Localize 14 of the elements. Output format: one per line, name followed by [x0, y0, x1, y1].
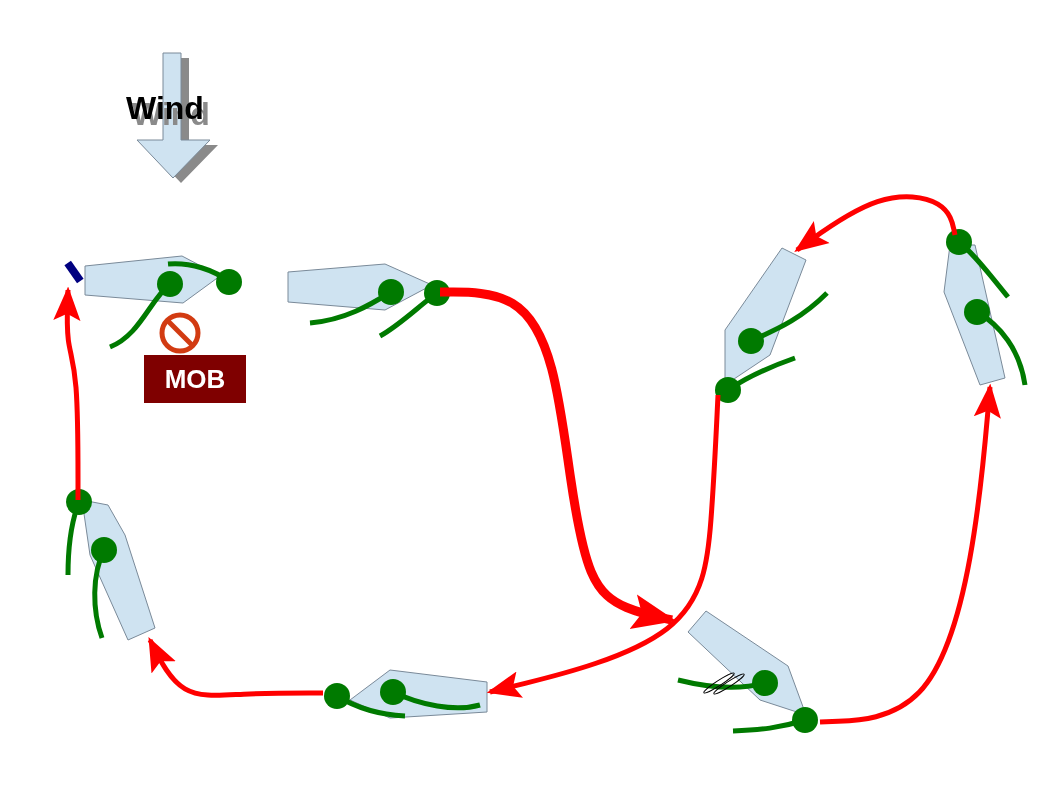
label-box — [144, 355, 246, 403]
arrow — [486, 394, 721, 698]
arrow — [147, 636, 323, 698]
box-label: MOB — [164, 363, 226, 395]
arrow — [53, 286, 81, 500]
arrow — [794, 194, 958, 253]
sailing-boat-drawing — [712, 245, 830, 406]
sailing-boat-drawing — [941, 226, 1028, 388]
arrow — [819, 383, 1001, 725]
sailing-boat-drawing — [63, 486, 158, 643]
sailing-boat-drawing — [675, 608, 821, 736]
arrow — [440, 287, 677, 629]
sailing-boat-drawing — [321, 667, 490, 721]
wind-label: Wind — [126, 90, 204, 126]
